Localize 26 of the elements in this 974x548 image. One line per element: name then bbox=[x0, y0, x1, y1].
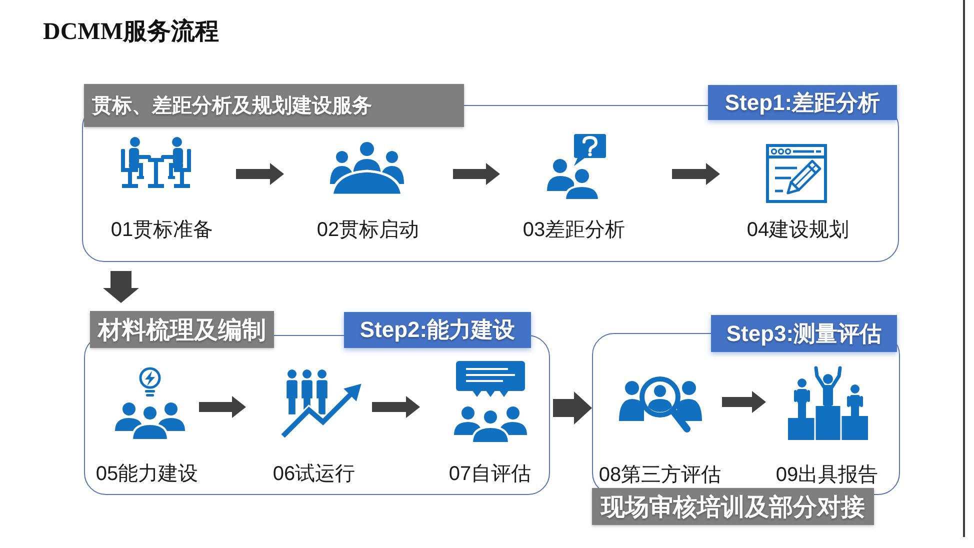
arrow bbox=[236, 163, 284, 185]
step-tag: Step2:能力建设 bbox=[344, 312, 531, 348]
arrow bbox=[199, 396, 246, 418]
group-panel bbox=[82, 84, 899, 262]
step-label: 08第三方评估 bbox=[598, 463, 722, 487]
step-label: 04建设规划 bbox=[746, 218, 850, 242]
arrow bbox=[453, 163, 500, 185]
arrow bbox=[722, 391, 766, 413]
title: DCMM服务流程 bbox=[43, 17, 219, 47]
step-tag: Step3:测量评估 bbox=[711, 315, 897, 352]
arrow bbox=[672, 163, 720, 185]
step-label: 09出具报告 bbox=[776, 463, 878, 487]
group-panel bbox=[84, 311, 550, 495]
step-label: 03差距分析 bbox=[522, 218, 626, 242]
step-label: 06试运行 bbox=[272, 462, 356, 486]
section-heading-tag: 贯标、差距分析及规划建设服务 bbox=[84, 84, 464, 127]
step-tag: Step1:差距分析 bbox=[708, 85, 897, 120]
section-heading-tag: 材料梳理及编制 bbox=[90, 311, 274, 348]
step-label: 02贯标启动 bbox=[316, 218, 420, 242]
group-panel bbox=[592, 315, 900, 525]
arrow bbox=[550, 392, 592, 424]
step-label: 01贯标准备 bbox=[110, 218, 214, 242]
section-heading-tag: 现场审核培训及部分对接 bbox=[592, 488, 874, 525]
arrow bbox=[372, 396, 420, 418]
step-label: 05能力建设 bbox=[96, 462, 198, 486]
step-label: 07自评估 bbox=[448, 462, 532, 486]
